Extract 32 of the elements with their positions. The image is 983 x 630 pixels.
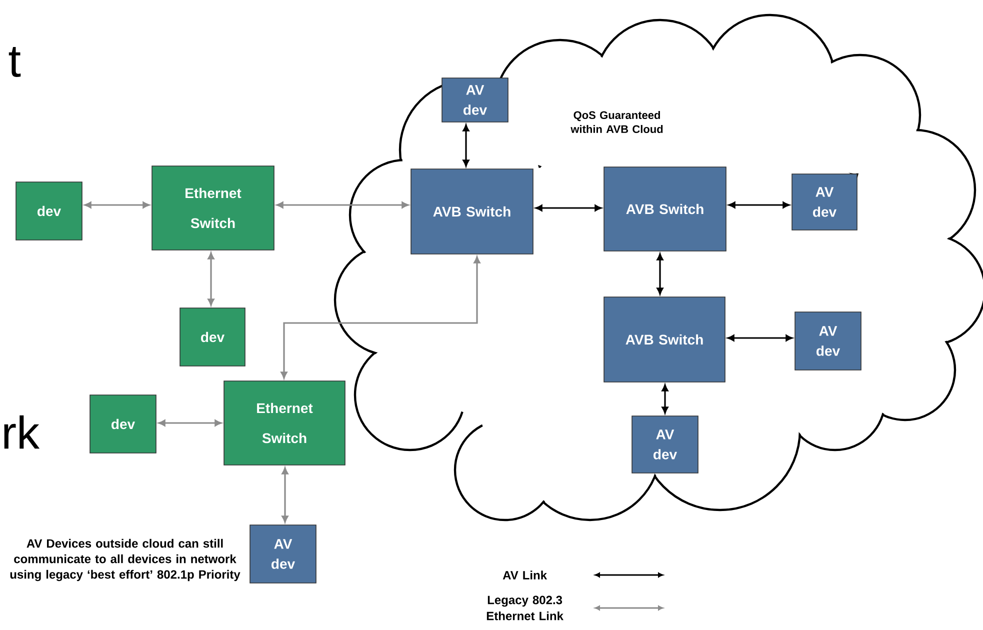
note-text: AV Devices outside cloud can still communicate to all devices in network using legacy ‘best effort’ 802.1p Priority xyxy=(10,538,240,582)
arrow xyxy=(727,334,793,342)
device-box: dev xyxy=(90,394,156,454)
arrow xyxy=(535,204,602,212)
arrow xyxy=(84,202,150,208)
device-box: AV dev xyxy=(250,524,316,584)
arrow xyxy=(276,202,409,208)
arrow xyxy=(462,124,470,167)
switch-box: Ethernet Switch xyxy=(224,380,346,466)
arrow xyxy=(656,253,664,295)
arrow xyxy=(208,252,214,306)
device-box: AV dev xyxy=(442,78,508,122)
legend-text: AV Link xyxy=(502,570,548,580)
arrow xyxy=(728,202,790,208)
switch-box: AVB Switch xyxy=(604,166,726,252)
device-box: dev xyxy=(180,308,246,366)
legend-text: Legacy 802.3 Ethernet Link xyxy=(486,596,564,620)
switch-box: AVB Switch xyxy=(410,168,534,254)
node-label: QoS Guaranteed xyxy=(574,110,660,122)
device-box: AV dev xyxy=(794,312,862,370)
device-box: dev xyxy=(16,182,82,240)
node-label: within AVB Cloud xyxy=(570,124,663,134)
arrow xyxy=(282,467,288,523)
slide-text: t xyxy=(8,46,21,78)
device-box: AV dev xyxy=(792,174,858,230)
arrow xyxy=(280,256,480,379)
arrow xyxy=(662,384,668,414)
switch-box: AVB Switch xyxy=(604,296,726,382)
switch-box: Ethernet Switch xyxy=(152,166,274,250)
arrow xyxy=(158,420,222,426)
slide-text: rk xyxy=(4,415,40,449)
device-box: AV dev xyxy=(632,416,698,474)
